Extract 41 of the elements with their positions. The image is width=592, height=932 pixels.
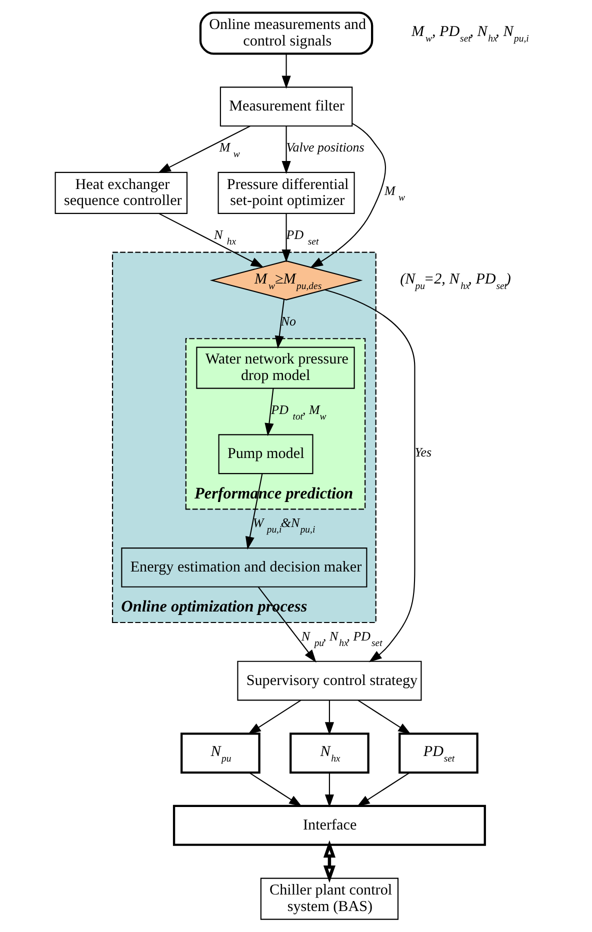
arrow (158, 126, 250, 174)
arrow (274, 299, 285, 349)
label: (N$_{pu}$=2, N$_{hx}$, PD$_{set}$) (400, 271, 511, 292)
arrow (358, 700, 412, 734)
edge-label: Valve positions (286, 139, 364, 154)
arrow (324, 700, 334, 736)
edge-label: N$_{pu}$, N$_{hx}$, PD$_{set}$ (301, 628, 382, 649)
arrow (282, 214, 291, 262)
node-box: Interface (172, 804, 486, 846)
arrow (248, 772, 302, 807)
label: M$_{w}$, PD$_{set}$, N$_{hx}$, N$_{pu,i}$ (411, 24, 529, 45)
arrow (356, 772, 410, 807)
edge-label: M$_{w}$ (219, 139, 240, 160)
node-diamond: M$_{w}$≥M$_{pu,des}$ (210, 260, 363, 300)
arrow (282, 126, 291, 174)
node-box: N$_{hx}$ (290, 732, 370, 774)
edge-label: Yes (414, 444, 432, 460)
arrow (248, 700, 302, 734)
node-box: Energy estimation and decision maker (121, 547, 368, 588)
arrow (310, 122, 386, 268)
arrow (158, 213, 264, 268)
node-box: Measurement filter (220, 86, 353, 127)
edge-label: M$_{w}$ (384, 183, 406, 204)
arrow (324, 772, 334, 808)
node-box: Chiller plant control system (BAS) (260, 878, 399, 920)
arrow (264, 388, 274, 436)
arrow (282, 54, 291, 89)
edge-label: N$_{hx}$ (214, 226, 236, 248)
edge-label: PD$_{tot}$, M$_{w}$ (271, 402, 326, 422)
node-box: Pump model (218, 434, 314, 474)
edge-label: W$_{pu,i}$&N$_{pu,i}$ (252, 515, 316, 536)
node-box: PD$_{set}$ (398, 732, 478, 774)
node-box: Pressure differential set-point optimizer (218, 172, 355, 214)
arrow (323, 840, 336, 883)
node-box: Heat exchanger sequence controller (54, 172, 188, 214)
node-box: N$_{pu}$ (180, 732, 260, 774)
node-box: Supervisory control strategy (237, 660, 422, 701)
arrow (245, 473, 263, 550)
arrow (324, 289, 416, 662)
node-box: Online measurements and control signals (199, 12, 374, 55)
node-box: Water network pressure drop model (196, 346, 355, 389)
